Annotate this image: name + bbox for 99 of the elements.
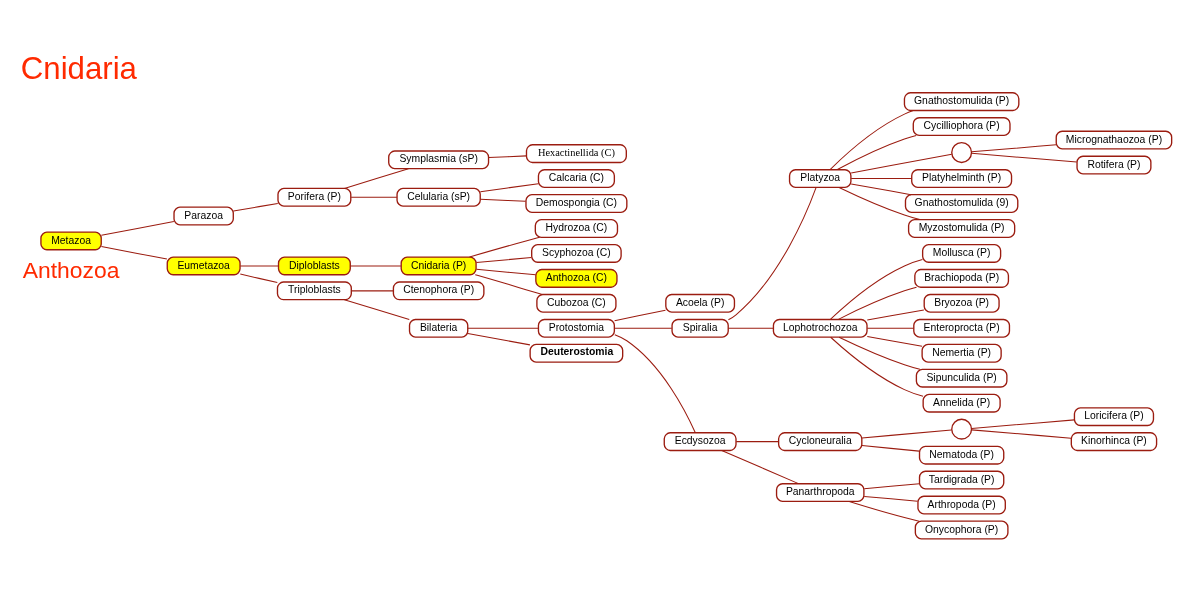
node-box: Metazoa [40, 231, 102, 251]
connector [971, 429, 1072, 439]
connector [100, 246, 168, 260]
connector [343, 168, 409, 189]
connector [971, 419, 1075, 429]
node-box: Cubozoa (C) [536, 293, 617, 313]
node-box: Cycilliophora (P) [912, 117, 1011, 137]
connector [488, 155, 527, 159]
node-box: Nemertia (P) [921, 343, 1002, 363]
connector [349, 265, 402, 267]
connector [838, 336, 921, 370]
node-box: Loricifera (P) [1073, 407, 1155, 427]
node-box: Platyhelminth (P) [911, 169, 1013, 189]
node-box: Demospongia (C) [525, 194, 628, 214]
connector [614, 309, 666, 322]
connector [475, 268, 537, 276]
node-box: Ecdysozoa [663, 432, 737, 452]
connector [474, 274, 543, 295]
node-box: Nematoda (P) [918, 445, 1005, 465]
connector [233, 202, 279, 212]
node-box: Calcaria (C) [537, 169, 616, 189]
connector [861, 429, 953, 439]
node-box: Rotifera (P) [1076, 155, 1152, 175]
connector [239, 265, 279, 267]
diagram-title: Cnidaria [20, 51, 137, 87]
node-box: Gnathostomulida (P) [903, 92, 1020, 112]
node-box: Bryozoa (P) [923, 293, 1000, 313]
connector [829, 110, 914, 171]
connector [863, 483, 920, 490]
node-box: Platyzoa [788, 169, 852, 189]
node-box: Tardigrada (P) [918, 470, 1005, 490]
node-box: Anthozoa (C) [535, 268, 618, 288]
connector [866, 336, 923, 347]
connector [837, 286, 918, 320]
node-box: Panarthropoda [775, 483, 865, 503]
node-box: Porifera (P) [277, 187, 352, 207]
node-box: Diploblasts [277, 256, 351, 276]
connector [850, 153, 953, 174]
node-box: Gnathostomulida (9) [904, 194, 1019, 214]
connector [971, 144, 1057, 153]
node-box: Annelida (P) [922, 393, 1001, 413]
connector [467, 332, 531, 346]
connector [350, 290, 394, 292]
connector [850, 178, 913, 180]
connector [727, 327, 774, 329]
node-box: Ctenophora (P) [392, 281, 485, 301]
node-box: Sipunculida (P) [915, 368, 1008, 388]
connector [727, 187, 817, 321]
connector [475, 256, 532, 264]
node-box: Micrognathaozoa (P) [1055, 130, 1173, 150]
connector [866, 327, 915, 329]
connector [850, 183, 912, 196]
connector [830, 259, 923, 320]
connector [836, 134, 917, 171]
node-box: Brachiopoda (P) [914, 268, 1010, 288]
node-box: Hydrozoa (C) [534, 218, 619, 238]
node-box: Lophotrochozoa [772, 318, 868, 338]
connector [479, 198, 527, 202]
node-circle [951, 418, 973, 440]
node-box: Parazoa [173, 206, 234, 226]
node-box: Acoela (P) [665, 293, 736, 313]
connector [863, 495, 919, 502]
connector [861, 445, 920, 452]
node-box: Hexactinellida (C) [525, 144, 627, 164]
connector [848, 501, 920, 522]
connector [866, 309, 925, 321]
connector [735, 441, 780, 443]
node-box: Celularia (sP) [396, 187, 481, 207]
node-box: Kinorhinca (P) [1070, 432, 1158, 452]
connector [100, 221, 175, 236]
connector [343, 299, 410, 321]
node-box: Symplasmia (sP) [388, 150, 490, 170]
node-box: Enteroprocta (P) [913, 318, 1011, 338]
connector [614, 334, 696, 434]
node-box: Bilateria [408, 318, 469, 338]
connector [971, 152, 1078, 163]
node-box: Cnidaria (P) [400, 256, 477, 276]
node-box: Protostomia [537, 318, 616, 338]
connector [467, 327, 539, 329]
node-box: Onycophora (P) [914, 520, 1009, 540]
label: Anthozoa [22, 256, 120, 283]
node-box: Myzostomulida (P) [907, 218, 1016, 238]
connector [350, 196, 398, 198]
node-box: Arthropoda (P) [917, 495, 1006, 515]
connector [479, 183, 539, 193]
connector [469, 236, 541, 258]
node-box: Eumetazoa [166, 256, 241, 276]
node-box: Mollusca (P) [921, 243, 1002, 263]
connector [721, 450, 799, 485]
connector [614, 327, 673, 329]
node-circle [951, 142, 973, 164]
connector [239, 273, 278, 284]
node-box: Triploblasts [276, 281, 352, 301]
connector [830, 336, 924, 397]
node-box: Cycloneuralia [777, 432, 863, 452]
node-box: Scyphozoa (C) [531, 243, 622, 263]
connector [838, 186, 921, 221]
node-box: Spiralia [671, 318, 729, 338]
node-box: Deuterostomia [529, 343, 624, 363]
